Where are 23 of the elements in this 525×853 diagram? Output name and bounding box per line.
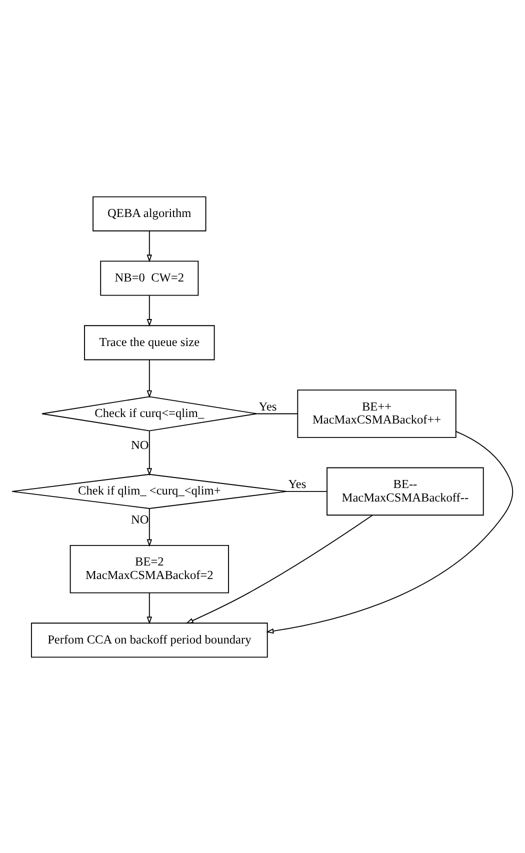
arrow — [146, 592, 152, 624]
edge-label: NO — [131, 437, 149, 452]
node-box: QEBA algorithm — [92, 196, 206, 231]
node-box: Trace the queue size — [84, 324, 215, 360]
node-box: BE-- MacMaxCSMABackoff-- — [326, 466, 484, 516]
node-box: NB=0 CW=2 — [100, 260, 199, 296]
arrow — [146, 359, 152, 398]
node-box: BE=2 MacMaxCSMABackof=2 — [70, 544, 229, 593]
node-diamond: Check if curq<=qlim_ — [42, 396, 258, 431]
arrow — [146, 294, 152, 326]
node-diamond: Chek if qlim_ <curq_<qlim+ — [12, 473, 288, 508]
arrow — [146, 508, 152, 546]
arrow — [146, 230, 152, 262]
edge-label: Yes — [288, 476, 306, 491]
edge-label: Yes — [258, 398, 277, 413]
arrow — [186, 514, 373, 624]
arrow — [146, 430, 152, 476]
node-box: Perfom CCA on backoff period boundary — [30, 622, 268, 658]
arrow — [266, 430, 514, 634]
connector — [286, 490, 328, 492]
connector — [256, 412, 298, 414]
edge-label: NO — [131, 512, 149, 526]
node-box: BE++ MacMaxCSMABackof++ — [297, 389, 456, 438]
